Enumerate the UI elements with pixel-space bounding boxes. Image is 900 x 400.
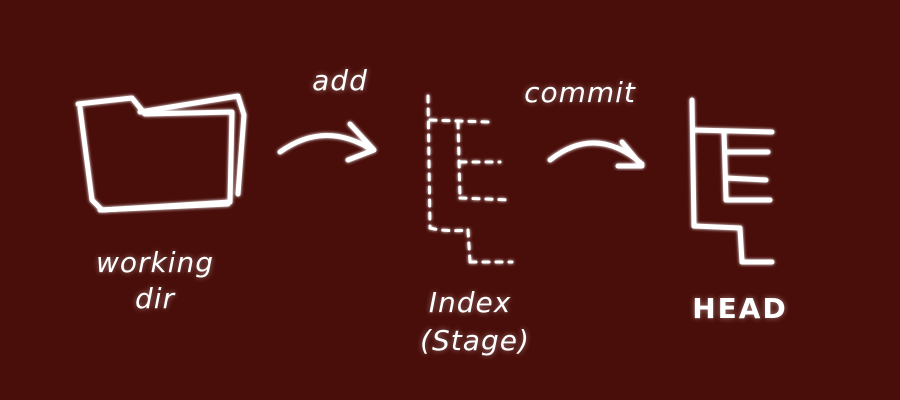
index-label-line2: (Stage) [420, 324, 530, 357]
commit-arrow-icon [547, 139, 645, 169]
folder-icon [75, 93, 247, 213]
commit-label: commit [524, 76, 636, 109]
working-dir-label-line1: working [95, 246, 215, 279]
index-label-line1: Index [428, 286, 512, 319]
head-label: HEAD [692, 292, 788, 325]
add-label: add [312, 64, 368, 97]
index-tree-icon [426, 94, 514, 264]
head-tree-icon [689, 97, 775, 265]
working-dir-label-line2: dir [134, 282, 176, 315]
add-arrow-icon [277, 121, 377, 163]
